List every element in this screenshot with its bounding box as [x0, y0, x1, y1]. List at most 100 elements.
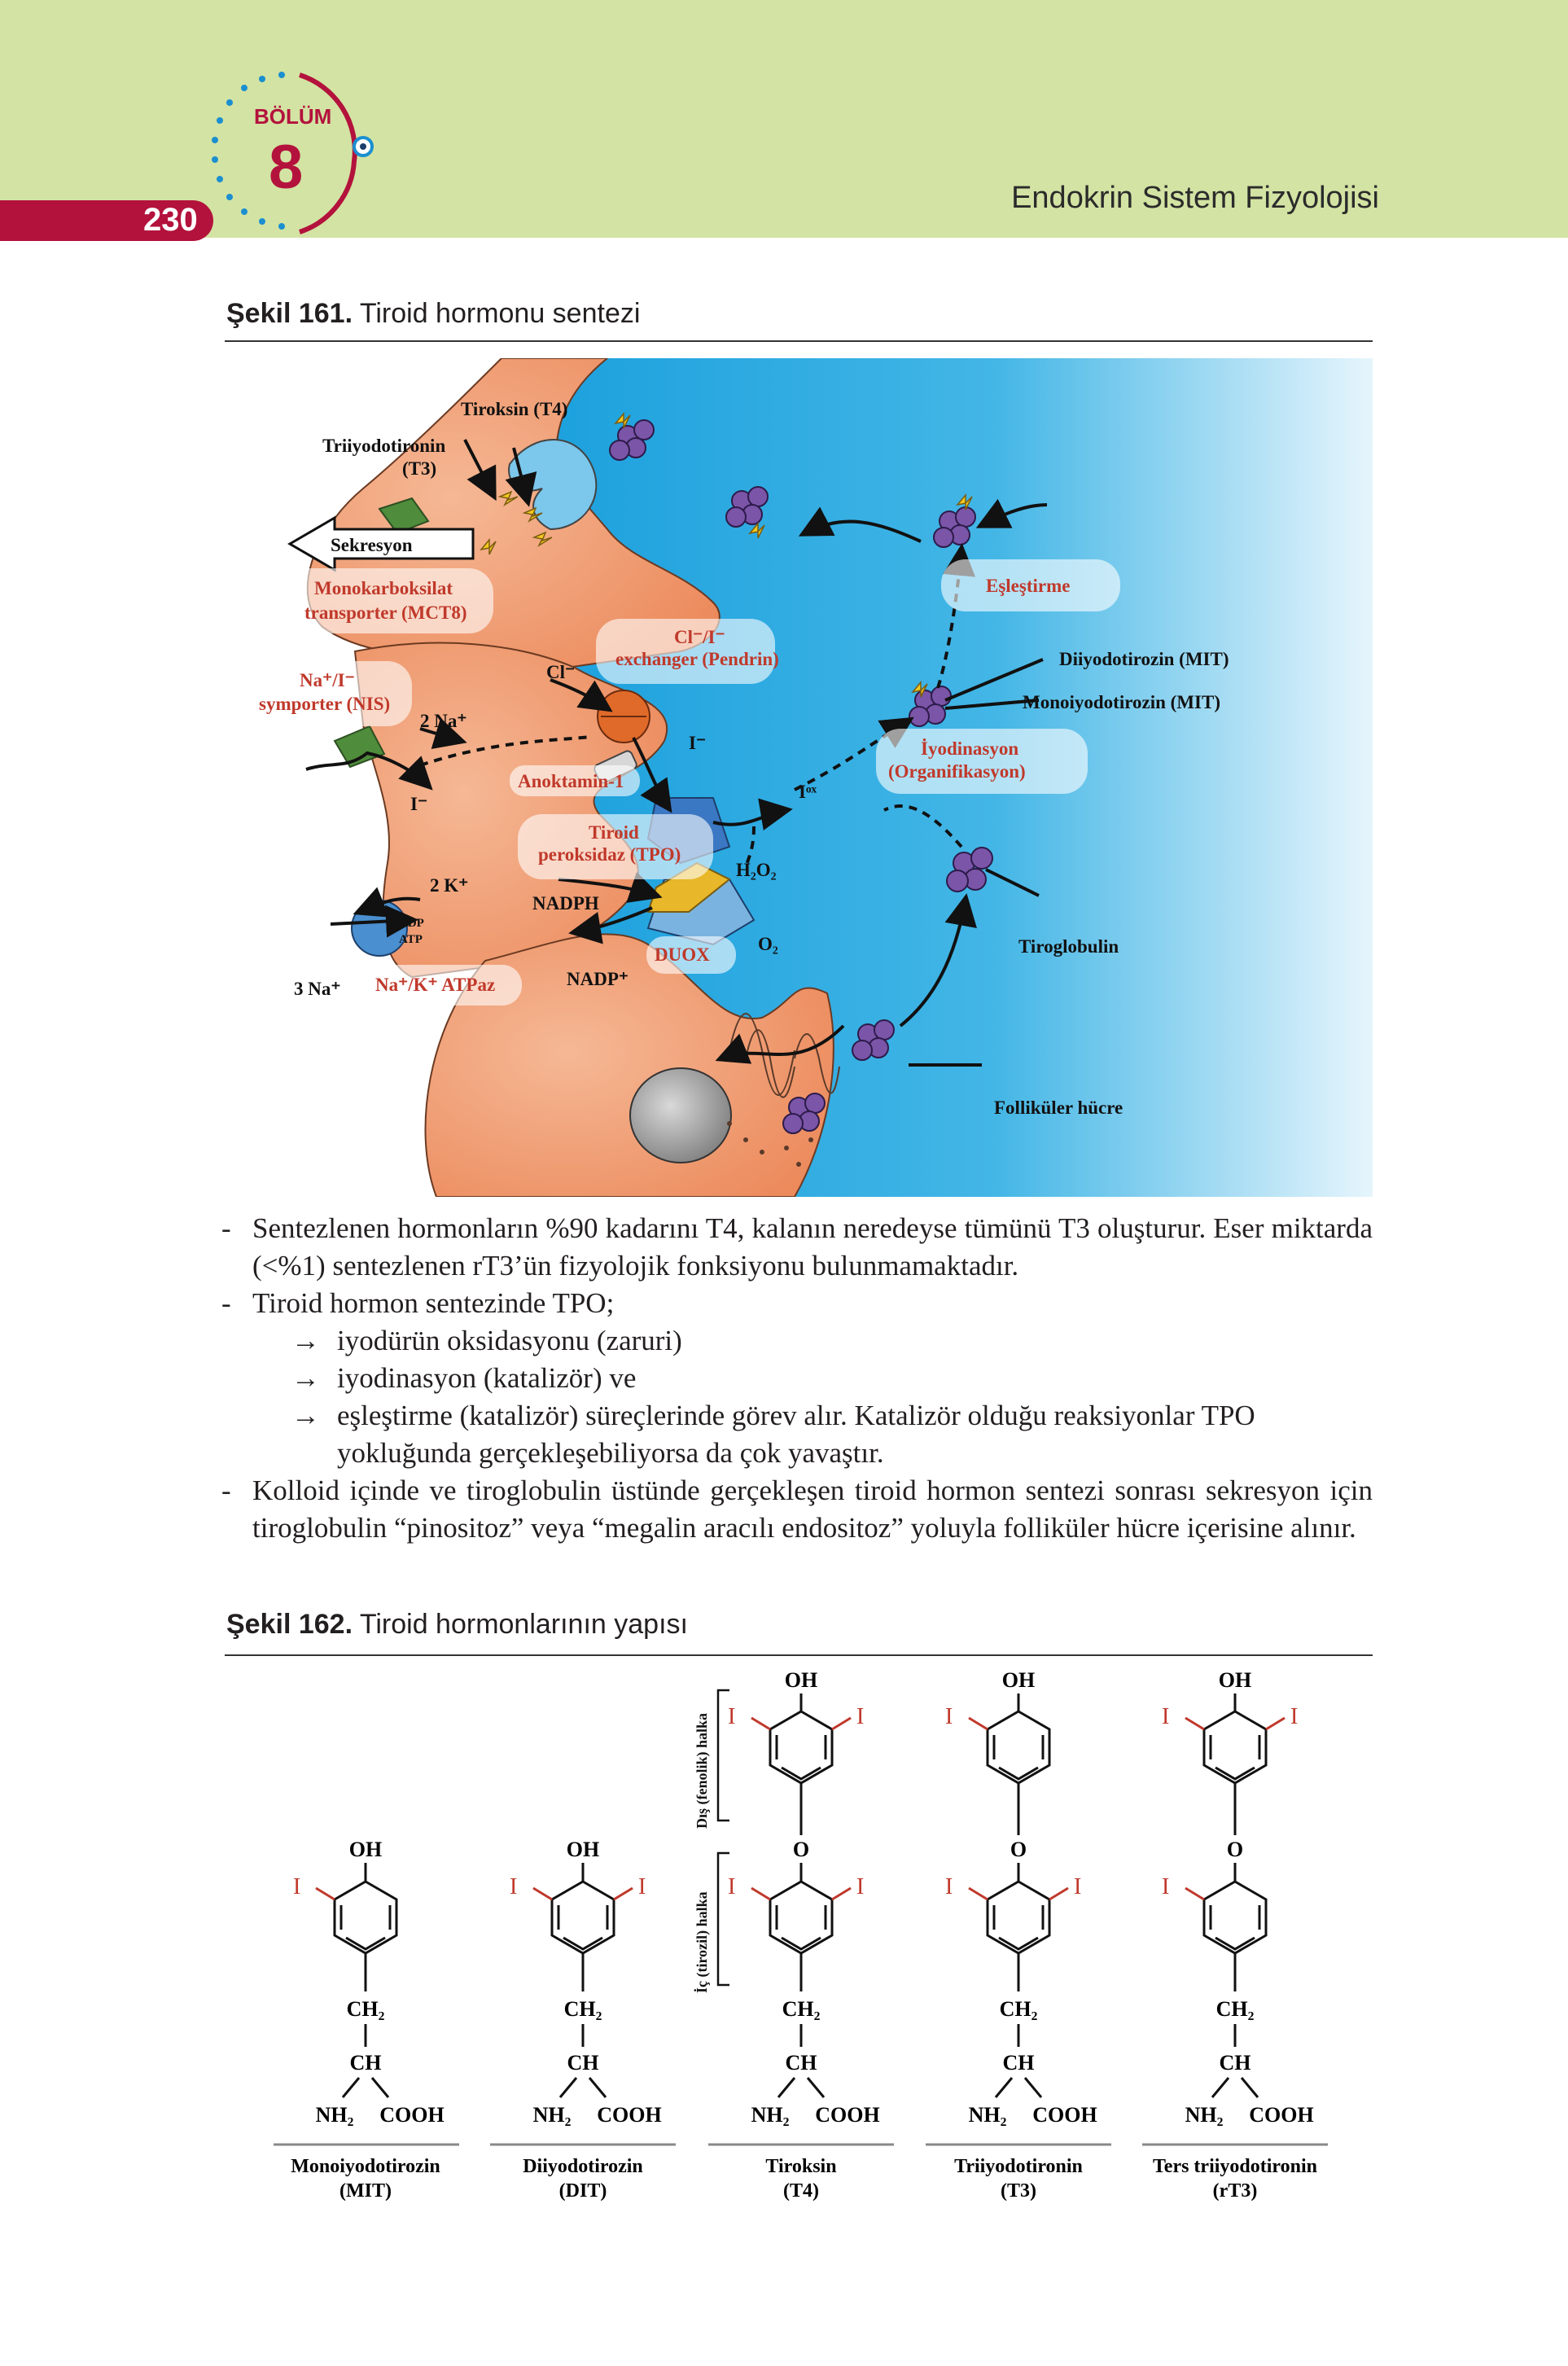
- running-title: Endokrin Sistem Fizyolojisi: [1011, 181, 1379, 215]
- structure-t4: OH I I O I I CH₂ CH NH₂ COOH Tiroksin (T…: [708, 1668, 894, 2202]
- nucleus: [629, 1067, 732, 1163]
- label-iodide-lumen: I⁻: [689, 733, 706, 753]
- arrow-bullet: →: [291, 1325, 320, 1356]
- label-iodide: I⁻: [410, 794, 427, 814]
- arrow-2na: [419, 717, 467, 749]
- ch-label: CH: [1003, 2051, 1035, 2075]
- iodine-label: I: [1074, 1874, 1081, 1899]
- follicular-cell-bottom: [424, 933, 834, 1197]
- compound-abbr: (T3): [1001, 2180, 1036, 2202]
- label-mct8-2: transporter (MCT8): [304, 602, 467, 623]
- iodine-label: I: [728, 1704, 735, 1729]
- bullet-2: -Tiroid hormon sentezinde TPO;: [221, 1287, 615, 1319]
- bullet-3: -Kolloid içinde ve tiroglobulin üstünde …: [221, 1474, 1373, 1544]
- duox-label-box: [646, 936, 736, 974]
- header-band: [0, 0, 1568, 238]
- cooh-label: COOH: [597, 2103, 661, 2127]
- arrow-t4-label: [505, 447, 537, 507]
- thyroglobulin-cluster-exocytosis: [852, 1019, 895, 1061]
- atpaz-label-box: [367, 965, 522, 1006]
- compound-name: Monoiyodotirozin: [291, 2156, 440, 2177]
- ch-label: CH: [1220, 2051, 1251, 2075]
- ether-oxygen: O: [793, 1838, 809, 1861]
- label-t3: (T3): [402, 458, 436, 479]
- ch2-label: CH₂: [347, 1997, 385, 2021]
- arrow-pendrin-iodide: [632, 737, 672, 813]
- figure-162-number: Şekil 162.: [226, 1609, 353, 1640]
- ch2-label: CH₂: [1000, 1997, 1038, 2021]
- label-iyodinasyon-1: İyodinasyon: [921, 738, 1018, 759]
- iodine-label: I: [945, 1704, 953, 1729]
- cooh-label: COOH: [815, 2103, 879, 2127]
- ether-oxygen: O: [1010, 1838, 1027, 1861]
- h2o2-path: [744, 826, 756, 868]
- label-h2o2: H₂O₂: [736, 860, 777, 880]
- compound-abbr: (DIT): [559, 2180, 607, 2202]
- label-duox: DUOX: [655, 944, 710, 965]
- label-tiroglobulin: Tiroglobulin: [1018, 936, 1119, 957]
- thyroglobulin-cluster-lumen: [946, 847, 993, 892]
- iodine-label: I: [1290, 1704, 1298, 1729]
- label-triiyodotironin: Triiyodotironin: [322, 436, 445, 456]
- oh-label: OH: [349, 1838, 382, 1861]
- iodine-label: I: [638, 1874, 646, 1899]
- inner-ring-bracket: [716, 1851, 729, 1987]
- label-2k: 2 K⁺: [430, 875, 468, 896]
- tpo-item-3: → eşleştirme (katalizör) süreçlerinde gör…: [221, 1397, 1373, 1472]
- label-anoktamin: Anoktamin-1: [518, 771, 624, 791]
- ether-oxygen: O: [1227, 1838, 1243, 1861]
- figure-162-title: Tiroid hormonlarının yapısı: [353, 1609, 688, 1640]
- arrow-3na: [330, 905, 418, 938]
- oh-label: OH: [1219, 1668, 1251, 1692]
- chapter-label: BÖLÜM: [254, 104, 332, 129]
- label-atpaz: Na⁺/K⁺ ATPaz: [375, 975, 495, 995]
- tiroglobulin-pointer: [985, 868, 1040, 897]
- thyroid-hormone-structures: Dış (fenolik) halka İç (tirozil) halka O…: [274, 1668, 1328, 2202]
- ch2-label: CH₂: [1216, 1997, 1255, 2021]
- label-3na: 3 Na⁺: [294, 979, 341, 999]
- label-sekresyon: Sekresyon: [331, 535, 413, 555]
- compound-abbr: (rT3): [1213, 2180, 1258, 2202]
- eslestirme-label-box: [941, 559, 1120, 611]
- structure-rt3: OH I I O I CH₂ CH NH₂ COOH Ters triiyodo…: [1142, 1668, 1328, 2202]
- iodine-label: I: [945, 1874, 953, 1899]
- arrow-golgi-to-lumen: [715, 1024, 845, 1064]
- arrow-cl: [550, 678, 613, 712]
- thyroglobulin-cluster-endocytosis: [725, 486, 769, 528]
- thyroid-synthesis-diagram: Triiyodotironin (T3) Tiroksin (T4) Sekre…: [241, 358, 1373, 1197]
- oh-label: OH: [567, 1838, 599, 1861]
- structure-dit: OH I I CH₂ CH NH₂ COOH Diiyodotirozin (D…: [490, 1838, 676, 2202]
- sekresyon-arrow: [287, 515, 475, 572]
- iodine-label: I: [510, 1874, 517, 1899]
- label-2na: 2 Na⁺: [420, 711, 467, 731]
- thyroglobulin-cluster-vesicle: [609, 419, 655, 461]
- ch-label: CH: [567, 2051, 599, 2075]
- tpo-item-3-text: eşleştirme (katalizör) süreçlerinde göre…: [337, 1400, 1255, 1469]
- iodine-label: I: [1162, 1704, 1169, 1729]
- arrow-t3-label: [463, 439, 497, 502]
- figure-162-caption: Şekil 162. Tiroid hormonlarının yapısı: [226, 1609, 688, 1641]
- label-nis-1: Na⁺/I⁻: [300, 670, 355, 690]
- label-nadp: NADP⁺: [567, 969, 629, 989]
- ch-label: CH: [786, 2051, 817, 2075]
- thyroglobulin-cluster-golgi: [782, 1093, 826, 1134]
- arrow-bullet: →: [291, 1400, 320, 1431]
- arrow-nis-iodide: [305, 751, 433, 791]
- chapter-emblem: [212, 72, 374, 234]
- nh2-label: NH₂: [751, 2103, 790, 2127]
- arrow-to-endocytosis: [798, 506, 922, 543]
- chapter-number: 8: [269, 133, 304, 202]
- oh-label: OH: [1002, 1668, 1035, 1692]
- label-pendrin-1: Cl⁻/I⁻: [674, 627, 725, 647]
- cooh-label: COOH: [1032, 2103, 1097, 2127]
- caption-rule: [225, 1654, 1373, 1656]
- arrow-to-iox: [712, 798, 793, 831]
- iodine-label: I: [856, 1874, 864, 1899]
- compound-abbr: (T4): [783, 2180, 819, 2202]
- figure-161-title: Tiroid hormonu sentezi: [353, 298, 641, 329]
- body-text: -Sentezlenen hormonların %90 kadarını T4…: [221, 1210, 1373, 1547]
- label-atp: ATP: [399, 933, 423, 946]
- arrow-iodination: [794, 716, 914, 791]
- label-tpo-1: Tiroid: [589, 822, 639, 843]
- tpo-item-1-text: iyodürün oksidasyonu (zaruri): [337, 1325, 682, 1356]
